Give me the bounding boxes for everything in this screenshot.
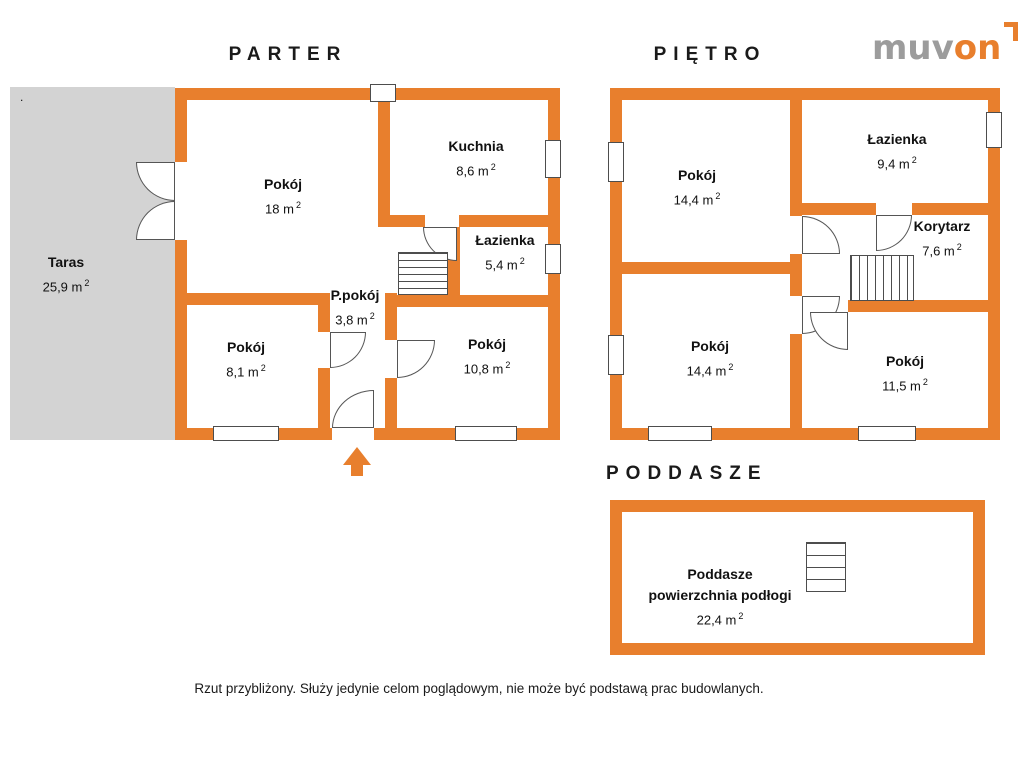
window — [986, 112, 1002, 148]
door-arc — [802, 216, 840, 254]
window — [545, 140, 561, 178]
wall — [378, 100, 390, 227]
logo-bracket-icon — [1004, 22, 1019, 41]
door-arc — [332, 390, 374, 428]
logo-text-orange: on — [953, 28, 1002, 68]
window — [608, 142, 624, 182]
wall — [988, 88, 1000, 440]
wall — [175, 88, 187, 440]
door-opening — [175, 162, 187, 240]
entrance-arrow-icon — [343, 447, 371, 465]
room-name: Pokój — [467, 336, 507, 352]
door-opening — [790, 296, 802, 334]
door-opening — [425, 215, 459, 227]
terrace-dot: . — [20, 90, 24, 104]
wall — [610, 88, 1000, 100]
wall — [610, 643, 985, 655]
stairs — [398, 252, 448, 295]
door-opening — [790, 216, 802, 254]
entrance-opening — [332, 428, 374, 440]
room-name: Taras — [47, 254, 85, 270]
terrace-area — [10, 87, 175, 440]
door-arc — [810, 312, 848, 350]
wall — [610, 500, 985, 512]
stairs — [806, 542, 846, 592]
room-name: Kuchnia — [448, 138, 504, 154]
room-name: Łazienka — [475, 232, 535, 248]
chimney-marker — [370, 84, 396, 102]
wall — [973, 500, 985, 655]
room-name: P.pokój — [330, 287, 380, 303]
room-name: Pokój — [690, 338, 730, 354]
window — [545, 244, 561, 274]
door-arc — [330, 332, 366, 368]
wall — [385, 295, 560, 307]
door-opening — [385, 340, 397, 378]
title-parter: PARTER — [228, 44, 348, 65]
wall — [610, 500, 622, 655]
title-pietro: PIĘTRO — [653, 44, 767, 65]
window — [213, 426, 279, 441]
wall — [610, 88, 622, 440]
window — [455, 426, 517, 441]
logo-text-gray: muv — [872, 28, 954, 68]
room-name: Pokój — [226, 339, 266, 355]
door-opening — [876, 203, 912, 215]
disclaimer-text: Rzut przybliżony. Służy jedynie celom po… — [194, 681, 764, 696]
room-name: Pokój — [677, 167, 717, 183]
entrance-arrow-stem — [351, 464, 363, 476]
window — [858, 426, 916, 441]
room-name-line1: Poddasze — [687, 566, 753, 582]
wall — [848, 300, 1000, 312]
room-name-line2: powierzchnia podłogi — [648, 587, 792, 603]
wall — [378, 215, 560, 227]
wall — [187, 293, 330, 305]
wall — [622, 262, 790, 274]
room-name: Pokój — [885, 353, 925, 369]
stairs — [850, 255, 914, 301]
room-name: Łazienka — [867, 131, 927, 147]
wall — [175, 88, 560, 100]
window — [648, 426, 712, 441]
door-opening — [318, 332, 330, 368]
room-name: Korytarz — [913, 218, 971, 234]
title-poddasze: PODDASZE — [606, 463, 768, 484]
room-name: Pokój — [263, 176, 303, 192]
window — [608, 335, 624, 375]
muvon-logo: muvon — [872, 22, 1019, 68]
wall — [790, 100, 802, 428]
